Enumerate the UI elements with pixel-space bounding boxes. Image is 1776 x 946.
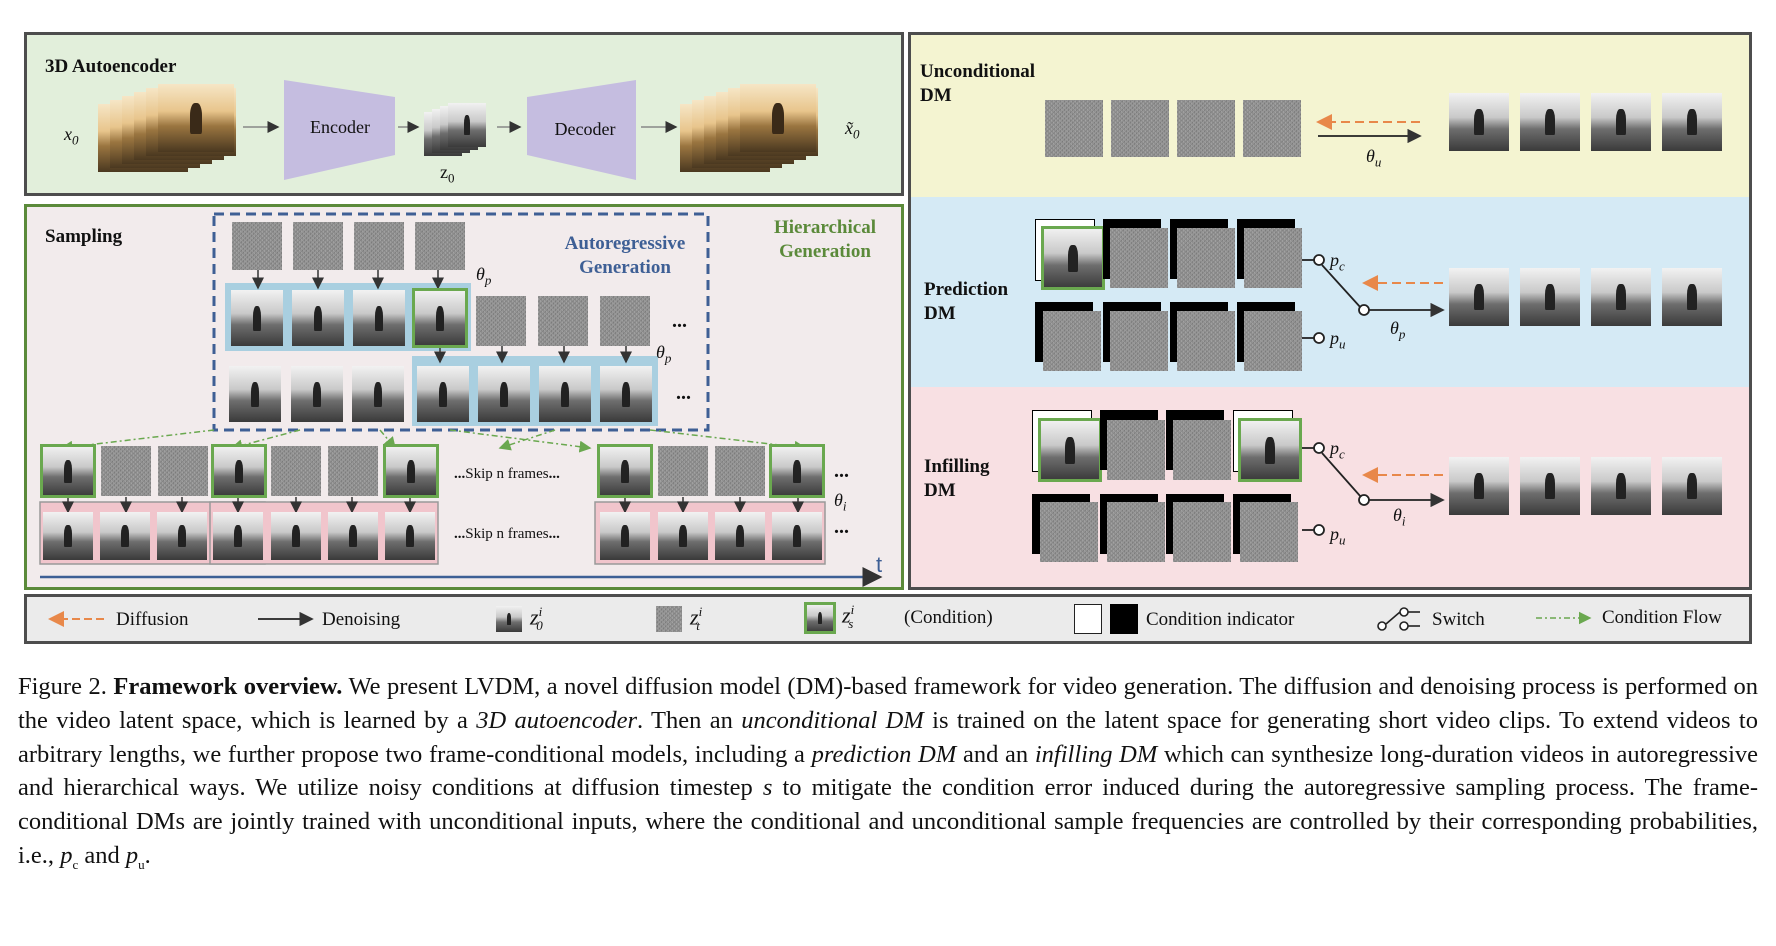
decoder-label: Decoder [554, 119, 616, 139]
inf-pc: pc [1330, 438, 1345, 462]
inf-pu: pu [1330, 524, 1346, 548]
theta-i-inf: θi [1393, 505, 1406, 529]
skip-n-frames-2: ...Skip n frames... [454, 526, 560, 542]
time-axis-label: t [876, 552, 883, 577]
legend-indicator-black [1110, 604, 1138, 634]
theta-p-2: θp [656, 342, 672, 366]
legend-diffusion: Diffusion [116, 609, 189, 630]
legend-zt-icon [656, 606, 682, 632]
theta-p-1: θp [476, 264, 492, 288]
legend-zs-note: (Condition) [904, 607, 993, 628]
autoencoder-title: 3D Autoencoder [45, 56, 177, 77]
figure-caption: Figure 2. Framework overview. We present… [18, 673, 1759, 872]
ar-ellipsis-2: ... [676, 382, 691, 404]
decoder-trapezoid [527, 80, 636, 180]
encoder-trapezoid [284, 80, 395, 180]
skip-n-frames-1: ...Skip n frames... [454, 466, 560, 482]
legend-zs-icon [804, 602, 836, 634]
theta-i: θi [834, 490, 847, 514]
pred-pc: pc [1330, 250, 1345, 274]
pred-pu: pu [1330, 328, 1346, 352]
sampling-title: Sampling [45, 226, 123, 247]
theta-p-pred: θp [1390, 318, 1406, 342]
legend-zs: zis [842, 602, 855, 631]
ar-ellipsis-1: ... [672, 310, 687, 332]
legend-z0: zi0 [530, 604, 543, 633]
autoregressive-region [212, 212, 710, 432]
legend-condition-indicator: Condition indicator [1146, 609, 1295, 630]
legend-condition-flow: Condition Flow [1602, 607, 1722, 628]
output-x0-label: x̃0 [845, 118, 860, 142]
hier-ellipsis-2: ... [834, 516, 849, 538]
encoder-label: Encoder [310, 117, 370, 137]
hier-ellipsis-1: ... [834, 460, 849, 482]
legend-indicator-white [1074, 604, 1102, 634]
legend-denoising: Denoising [322, 609, 401, 630]
latent-z0-label: z0 [440, 162, 455, 186]
legend-switch: Switch [1432, 609, 1485, 630]
input-x0-label: x0 [64, 124, 79, 148]
legend-zt: zit [690, 604, 703, 633]
theta-u: θu [1366, 146, 1382, 170]
legend-z0-icon [496, 606, 522, 632]
